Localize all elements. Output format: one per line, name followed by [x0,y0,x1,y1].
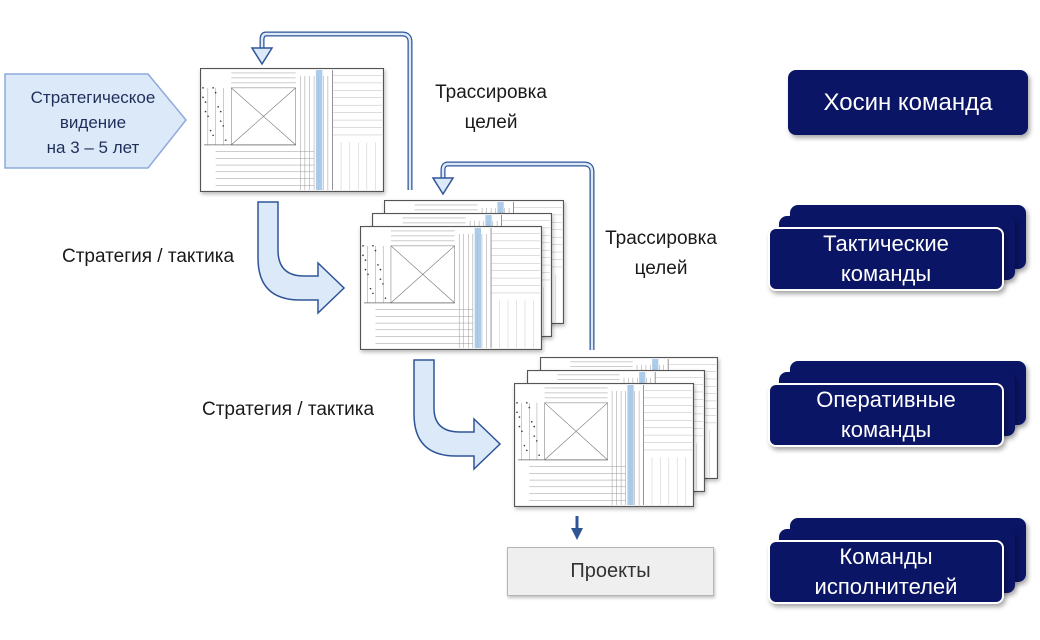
projects-box: Проекты [507,547,714,596]
hoshin-team-label: Хосин команда [823,88,993,116]
strategy-label-2: Стратегия / тактика [202,399,375,420]
operational-team-box: Оперативные команды [768,383,1004,447]
projects-label: Проекты [570,560,651,582]
trace-arrowhead-2 [431,177,455,196]
trace-label-1-line2: целей [464,112,518,133]
strategic-vision-line3: на 3 – 5 лет [46,138,140,157]
strategy-arrow-2 [413,359,502,471]
x-matrix-level-3 [514,383,694,507]
tactical-team-line1: Тактические [823,231,949,256]
trace-label-2-line2: целей [634,258,688,279]
tactical-team-line2: команды [840,261,932,286]
trace-arrowhead-1 [250,47,274,66]
strategy-label-1: Стратегия / тактика [62,246,235,267]
strategic-vision-shape [4,73,187,169]
trace-label-1: Трассировка целей [420,78,562,138]
trace-label-2: Трассировка целей [590,224,732,284]
executors-team-line1: Команды [839,544,933,569]
strategic-vision-line2: видение [59,113,127,132]
x-matrix-level-2 [360,226,542,350]
executors-team-box: Команды исполнителей [768,540,1004,604]
strategic-vision-line1: Стратегическое [30,88,156,107]
operational-team-line2: команды [840,417,932,442]
trace-label-1-line1: Трассировка [435,82,547,103]
hoshin-team-box: Хосин команда [788,70,1028,135]
tactical-team-box: Тактические команды [768,227,1004,291]
strategic-vision-label: Стратегическое видение на 3 – 5 лет [8,85,178,160]
operational-team-line1: Оперативные [816,387,956,412]
x-matrix-level-1 [200,68,384,192]
trace-label-2-line1: Трассировка [605,228,717,249]
strategy-arrow-1 [257,201,346,315]
executors-team-line2: исполнителей [814,574,958,599]
